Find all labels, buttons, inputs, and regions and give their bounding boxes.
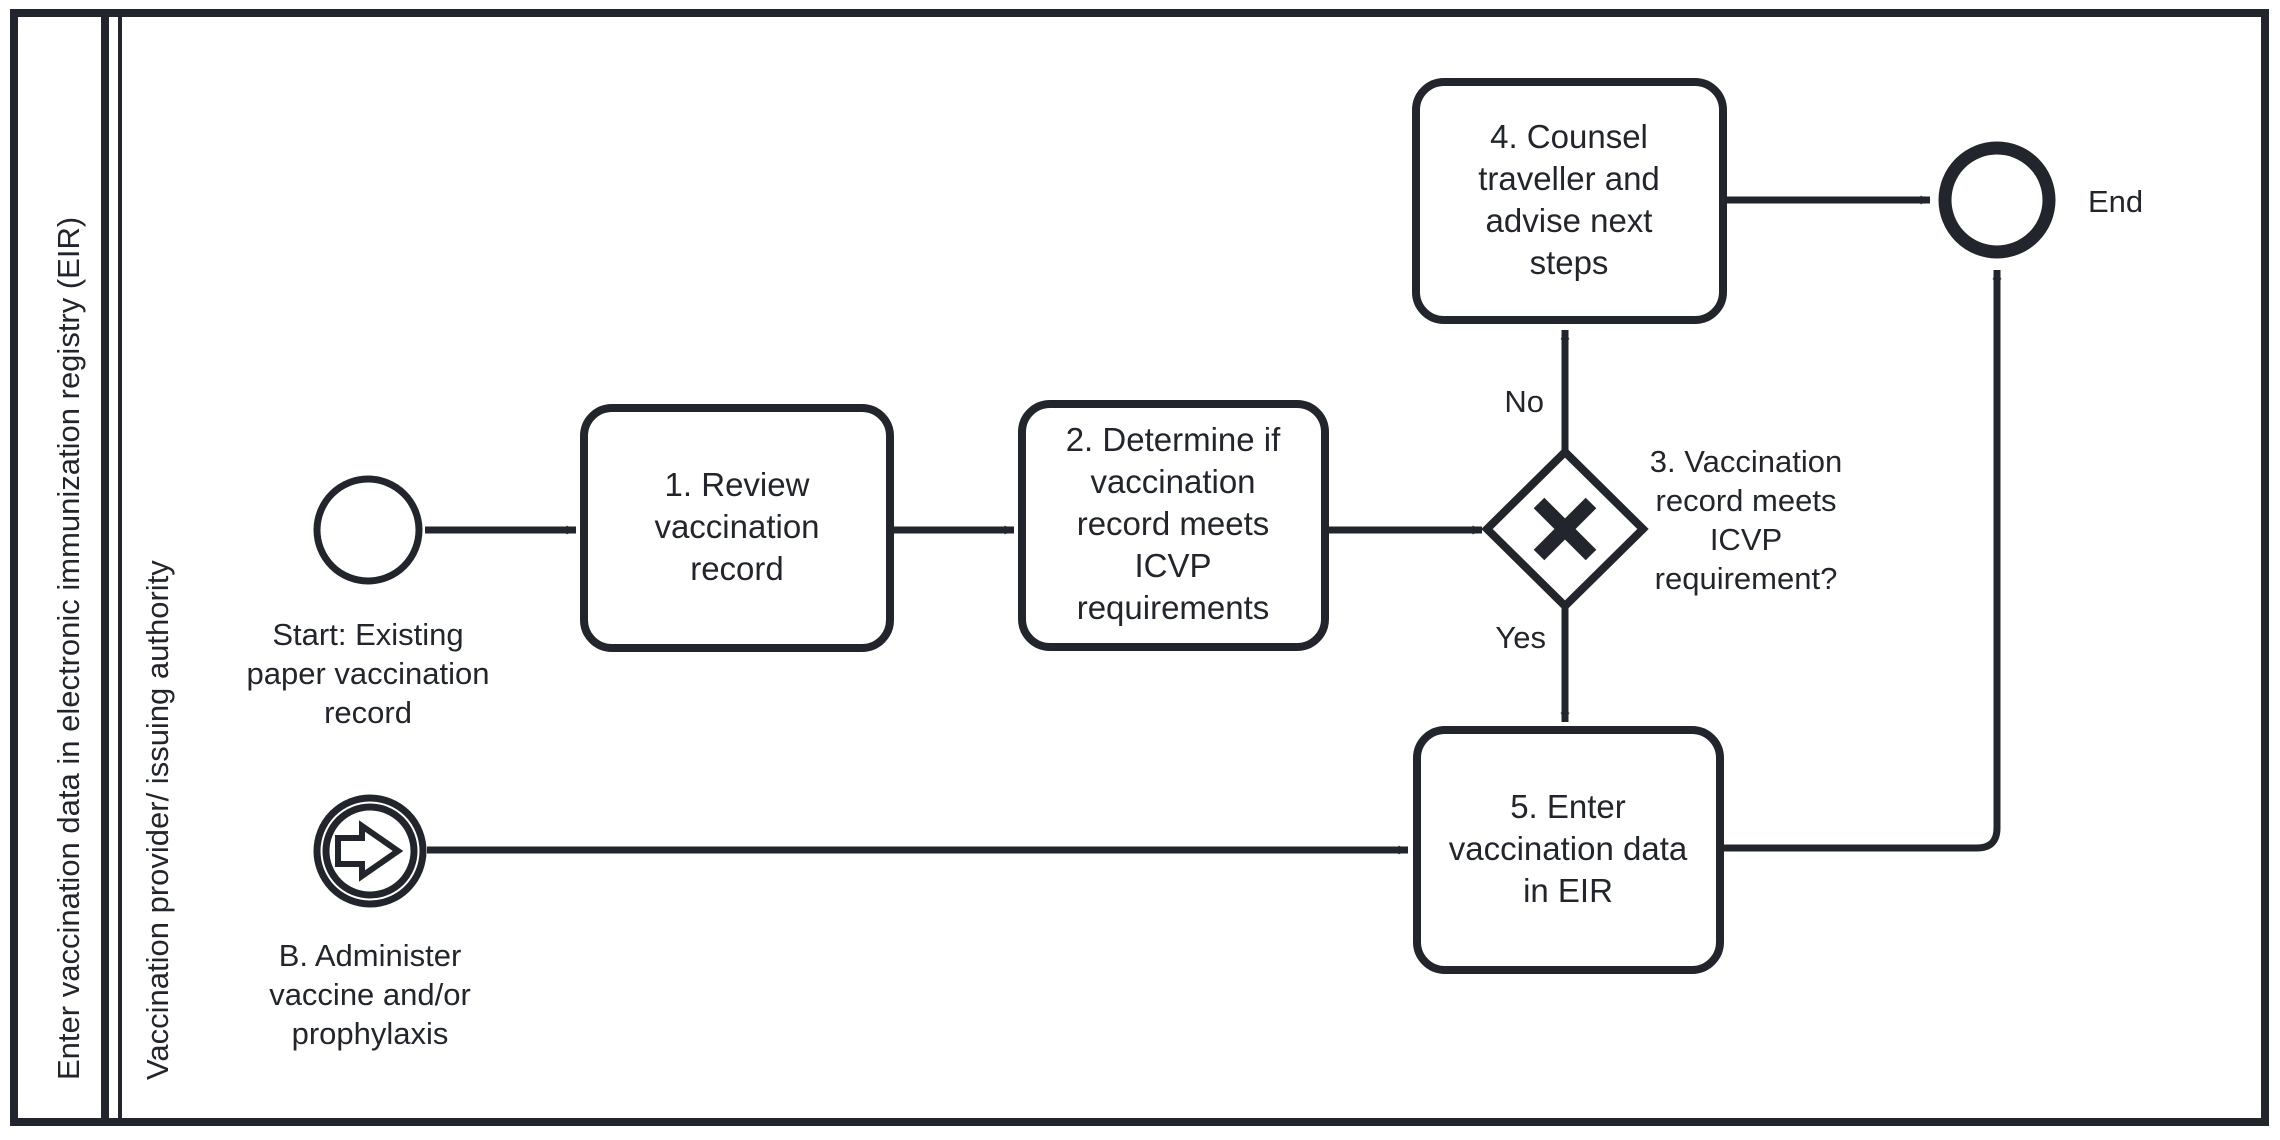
gateway-3-diamond[interactable] (1481, 446, 1649, 612)
task-1-review-vaccination-record[interactable]: 1. Review vaccination record (580, 404, 894, 652)
gateway-3-exclusive[interactable] (1481, 446, 1649, 612)
start-event-label-line-3: record (324, 695, 412, 730)
link-catch-event-label-line-1: B. Administer (279, 938, 462, 973)
start-event-label: Start: Existing paper vaccination record (247, 617, 490, 730)
link-catch-event-label-line-2: vaccine and/or (269, 977, 471, 1012)
link-arrow-icon (335, 820, 404, 882)
link-catch-event-outer-circle[interactable] (313, 794, 427, 908)
gateway-x-icon (1533, 497, 1597, 561)
task-2-label-line-5: requirements (1077, 589, 1270, 626)
task-5-enter-vaccination-data-in-eir[interactable]: 5. Enter vaccination data in EIR (1413, 726, 1724, 974)
start-event-circle[interactable] (313, 475, 423, 585)
task-1-label-line-1: 1. Review (665, 466, 810, 503)
task-2-box[interactable] (1018, 400, 1329, 651)
task-4-label-line-2: traveller and (1478, 160, 1660, 197)
link-catch-event-label-line-3: prophylaxis (292, 1016, 449, 1051)
task-2-label: 2. Determine if vaccination record meets… (1066, 421, 1281, 626)
start-event-label-line-2: paper vaccination (247, 656, 490, 691)
sequence-flows (425, 195, 2002, 855)
gateway-3-label-line-4: requirement? (1655, 561, 1838, 596)
gateway-3-label-line-2: record meets (1656, 483, 1837, 518)
task-1-label: 1. Review vaccination record (654, 466, 819, 587)
gateway-3-label-line-1: 3. Vaccination (1650, 444, 1842, 479)
pool-outer-rect (10, 9, 2269, 1126)
start-event-label-line-1: Start: Existing (272, 617, 463, 652)
task-5-label: 5. Enter vaccination data in EIR (1449, 788, 1688, 909)
task-4-label: 4. Counsel traveller and advise next ste… (1478, 118, 1660, 281)
link-catch-event-label: B. Administer vaccine and/or prophylaxis (269, 938, 471, 1051)
lane-title: Vaccination provider/ issuing authority (140, 560, 175, 1080)
task-2-label-line-3: record meets (1077, 505, 1270, 542)
task-1-label-line-2: vaccination (654, 508, 819, 545)
task-2-label-line-1: 2. Determine if (1066, 421, 1281, 458)
task-1-label-line-3: record (690, 550, 784, 587)
end-event-label: End (2088, 184, 2143, 219)
gateway-3-label: 3. Vaccination record meets ICVP require… (1650, 444, 1842, 596)
flow-label-yes: Yes (1495, 620, 1546, 655)
task-5-label-line-3: in EIR (1523, 872, 1613, 909)
flow-task5-to-end (1720, 269, 2002, 852)
task-2-label-line-4: ICVP (1134, 547, 1211, 584)
task-4-label-line-4: steps (1530, 244, 1609, 281)
flow-label-no: No (1504, 384, 1544, 419)
task-5-label-line-2: vaccination data (1449, 830, 1688, 867)
task-4-counsel-traveller[interactable]: 4. Counsel traveller and advise next ste… (1412, 78, 1727, 324)
task-2-label-line-2: vaccination (1090, 463, 1255, 500)
pool-frame (10, 9, 2269, 1126)
pool-title: Enter vaccination data in electronic imm… (51, 217, 86, 1080)
link-catch-event[interactable] (313, 794, 427, 908)
task-4-label-line-1: 4. Counsel (1490, 118, 1648, 155)
task-4-label-line-3: advise next (1486, 202, 1653, 239)
task-5-label-line-1: 5. Enter (1510, 788, 1626, 825)
end-event[interactable] (1938, 141, 2056, 259)
task-2-determine-icvp-requirements[interactable]: 2. Determine if vaccination record meets… (1018, 400, 1329, 651)
gateway-3-label-line-3: ICVP (1710, 522, 1782, 557)
task-1-box[interactable] (580, 404, 894, 652)
end-event-circle[interactable] (1938, 141, 2056, 259)
task-5-box[interactable] (1413, 726, 1724, 974)
link-catch-event-inner-circle (322, 803, 418, 899)
start-event[interactable] (313, 475, 423, 585)
task-4-box[interactable] (1412, 78, 1727, 324)
